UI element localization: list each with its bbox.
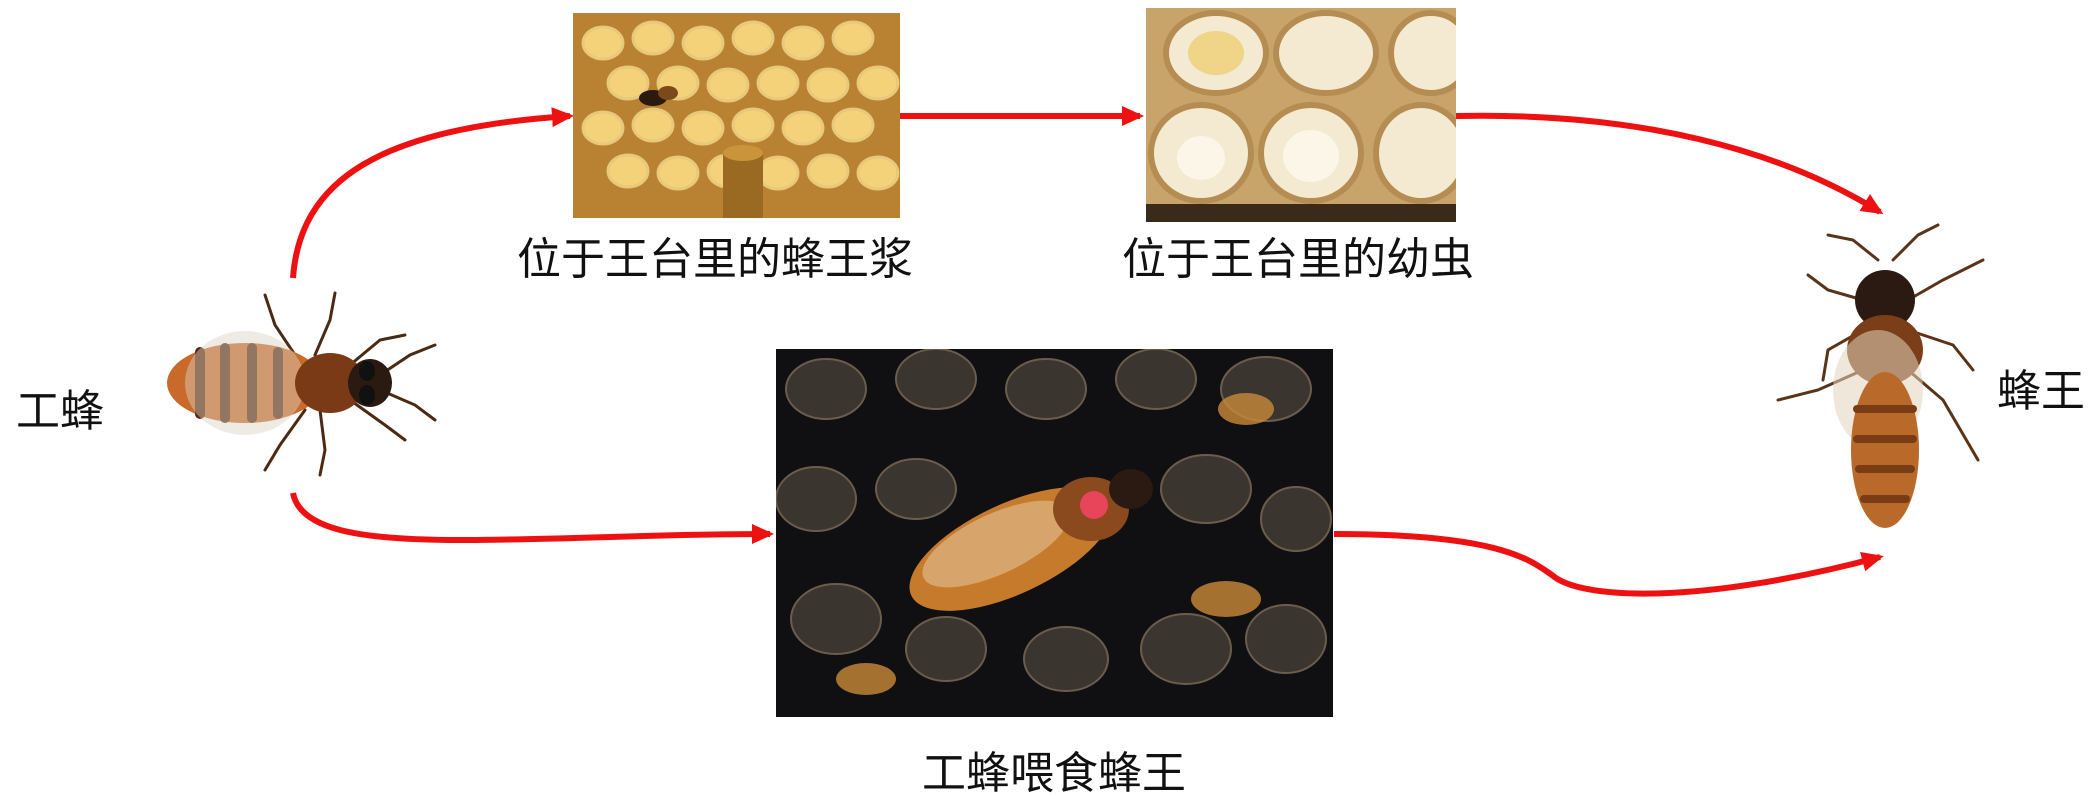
royal-jelly-image [573,13,900,218]
larva-image [1146,8,1456,222]
feeding-image [776,349,1333,717]
worker-bee-label: 工蜂 [16,390,104,434]
arrow-larva-to-queen [1456,116,1880,212]
feeding-label: 工蜂喂食蜂王 [922,752,1186,796]
arrow-worker-to-feeding [293,493,770,540]
queen-bee-image [1768,220,1998,550]
royal-jelly-label: 位于王台里的蜂王浆 [517,238,913,282]
worker-bee-image [155,285,440,480]
queen-bee-label: 蜂王 [1997,370,2085,414]
larva-label: 位于王台里的幼虫 [1122,238,1474,282]
